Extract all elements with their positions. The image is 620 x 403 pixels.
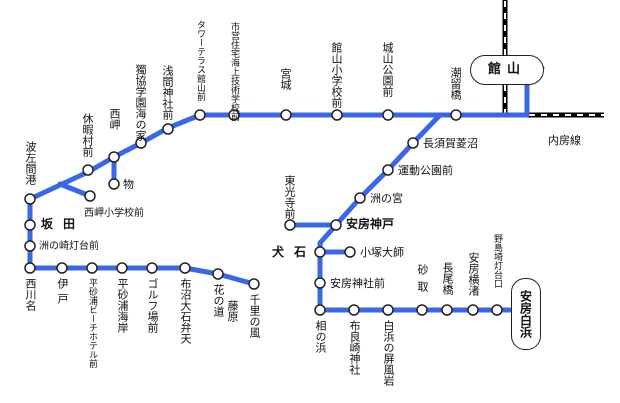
stop-miyagi bbox=[280, 109, 292, 121]
stop-nojima bbox=[491, 304, 503, 316]
stop-toko bbox=[284, 219, 296, 231]
bus-stops bbox=[24, 109, 503, 316]
stop-label-senri: 千里の風 bbox=[248, 294, 261, 338]
stop-label-kyuka: 休暇村前 bbox=[81, 113, 94, 157]
stop-awayokosuka bbox=[467, 304, 479, 316]
stop-label-numabata: 潮留橋 bbox=[449, 67, 462, 100]
stop-suzaki bbox=[24, 240, 36, 252]
stop-label-kobe: 安房神戸 bbox=[346, 217, 395, 231]
stop-label-nishishogakko: 西岬小学校前 bbox=[84, 208, 144, 219]
stop-mera bbox=[348, 304, 360, 316]
stop-dokkyo bbox=[135, 137, 147, 149]
stop-kozuka bbox=[344, 246, 356, 258]
stop-kanyama bbox=[331, 109, 343, 121]
stop-jinja bbox=[314, 277, 326, 289]
stop-label-menuma: 布沼大石弁天 bbox=[179, 278, 192, 344]
stop-label-hananomichi: 花の道 bbox=[212, 284, 225, 317]
stop-nagasuga bbox=[407, 137, 419, 149]
stop-shiroyama bbox=[382, 109, 394, 121]
stop-label-kanyama: 館山小学校前 bbox=[330, 42, 343, 108]
stop-label-ainohama: 相の浜 bbox=[314, 320, 327, 353]
stop-label-nishimisaki: 西岬 bbox=[108, 108, 121, 130]
stop-kyuka bbox=[82, 164, 94, 176]
stop-nishimisaki bbox=[108, 151, 120, 163]
rail-line-label: 内房線 bbox=[548, 134, 581, 147]
stop-nishikawana bbox=[24, 262, 36, 274]
stop-label-sakata: 坂田 bbox=[41, 217, 86, 231]
stop-ito bbox=[56, 262, 68, 274]
stop-hananomichi bbox=[212, 268, 224, 280]
stop-label-miyagi: 宮城 bbox=[279, 68, 292, 90]
stop-label-shirahama: 白浜の屏風岩 bbox=[382, 320, 395, 386]
stop-numabata bbox=[450, 109, 462, 121]
stop-label-naga: 長尾橋 bbox=[441, 262, 454, 295]
stop-mono bbox=[108, 178, 120, 190]
stop-heisakaigan bbox=[116, 262, 128, 274]
stop-label-suzaki: 洲の崎灯台前 bbox=[39, 241, 99, 252]
stop-naga bbox=[441, 304, 453, 316]
stop-inuishi bbox=[314, 246, 326, 258]
stop-golf bbox=[146, 262, 158, 274]
stop-label-golf: ゴルフ場前 bbox=[146, 278, 159, 333]
terminal-awa-shirahama: 安房白浜 bbox=[511, 278, 541, 350]
terminal-tateyama: 館山 bbox=[470, 55, 544, 85]
stop-label-shiroyama: 城山公園前 bbox=[381, 42, 394, 97]
stop-menuma bbox=[179, 262, 191, 274]
stop-label-asama: 浅間神社前 bbox=[161, 65, 174, 120]
stop-label-mono: 物 bbox=[123, 178, 134, 191]
stop-label-nojima: 野島埼灯台口 bbox=[492, 234, 502, 288]
stop-shirahama bbox=[382, 304, 394, 316]
stop-label-undo: 運動公園前 bbox=[398, 164, 453, 177]
stop-shiei bbox=[228, 109, 240, 121]
stop-label-awayokosuka: 安房横渚 bbox=[467, 252, 480, 296]
stop-nishishogakko bbox=[84, 190, 96, 202]
stop-label-suno: 洲の宮 bbox=[370, 192, 403, 205]
stop-label-jinja: 安房神社前 bbox=[330, 277, 385, 290]
stop-label-fujiwara: 藤原 bbox=[226, 300, 239, 322]
stop-asama bbox=[162, 123, 174, 135]
stop-label-nagasuga: 長須賀菱沼 bbox=[423, 137, 478, 150]
stop-undo bbox=[382, 164, 394, 176]
stop-label-tower: タワーテラス館山前 bbox=[195, 20, 205, 101]
stop-label-hotel: 平砂浦ビーチホテル前 bbox=[87, 278, 97, 368]
stop-tower bbox=[194, 109, 206, 121]
stop-kobe bbox=[330, 219, 342, 231]
stop-sakata bbox=[24, 219, 36, 231]
stop-label-heisakaigan: 平砂浦海岸 bbox=[116, 278, 129, 333]
stop-label-hasama: 波左間港 bbox=[24, 141, 37, 185]
stop-label-mera: 布良崎神社 bbox=[348, 320, 361, 375]
stop-suno bbox=[354, 192, 366, 204]
stop-label-shiei: 市営住宅海上技術学校前 bbox=[229, 22, 239, 121]
stop-label-sunatori: 砂取 bbox=[416, 264, 429, 298]
stop-label-inuishi: 犬石 bbox=[272, 245, 317, 259]
stop-senri bbox=[248, 278, 260, 290]
stop-hasama bbox=[24, 193, 36, 205]
stop-label-nishikawana: 西川名 bbox=[24, 278, 37, 311]
stop-ainohama bbox=[314, 304, 326, 316]
stop-hotel bbox=[86, 262, 98, 274]
stop-label-toko: 東光寺前 bbox=[283, 175, 296, 219]
stop-label-kozuka: 小塚大師 bbox=[360, 246, 404, 259]
stop-label-ito: 伊戸 bbox=[56, 278, 69, 308]
stop-sunatori bbox=[416, 304, 428, 316]
stop-label-dokkyo: 獨協学園海の家 bbox=[134, 64, 147, 141]
